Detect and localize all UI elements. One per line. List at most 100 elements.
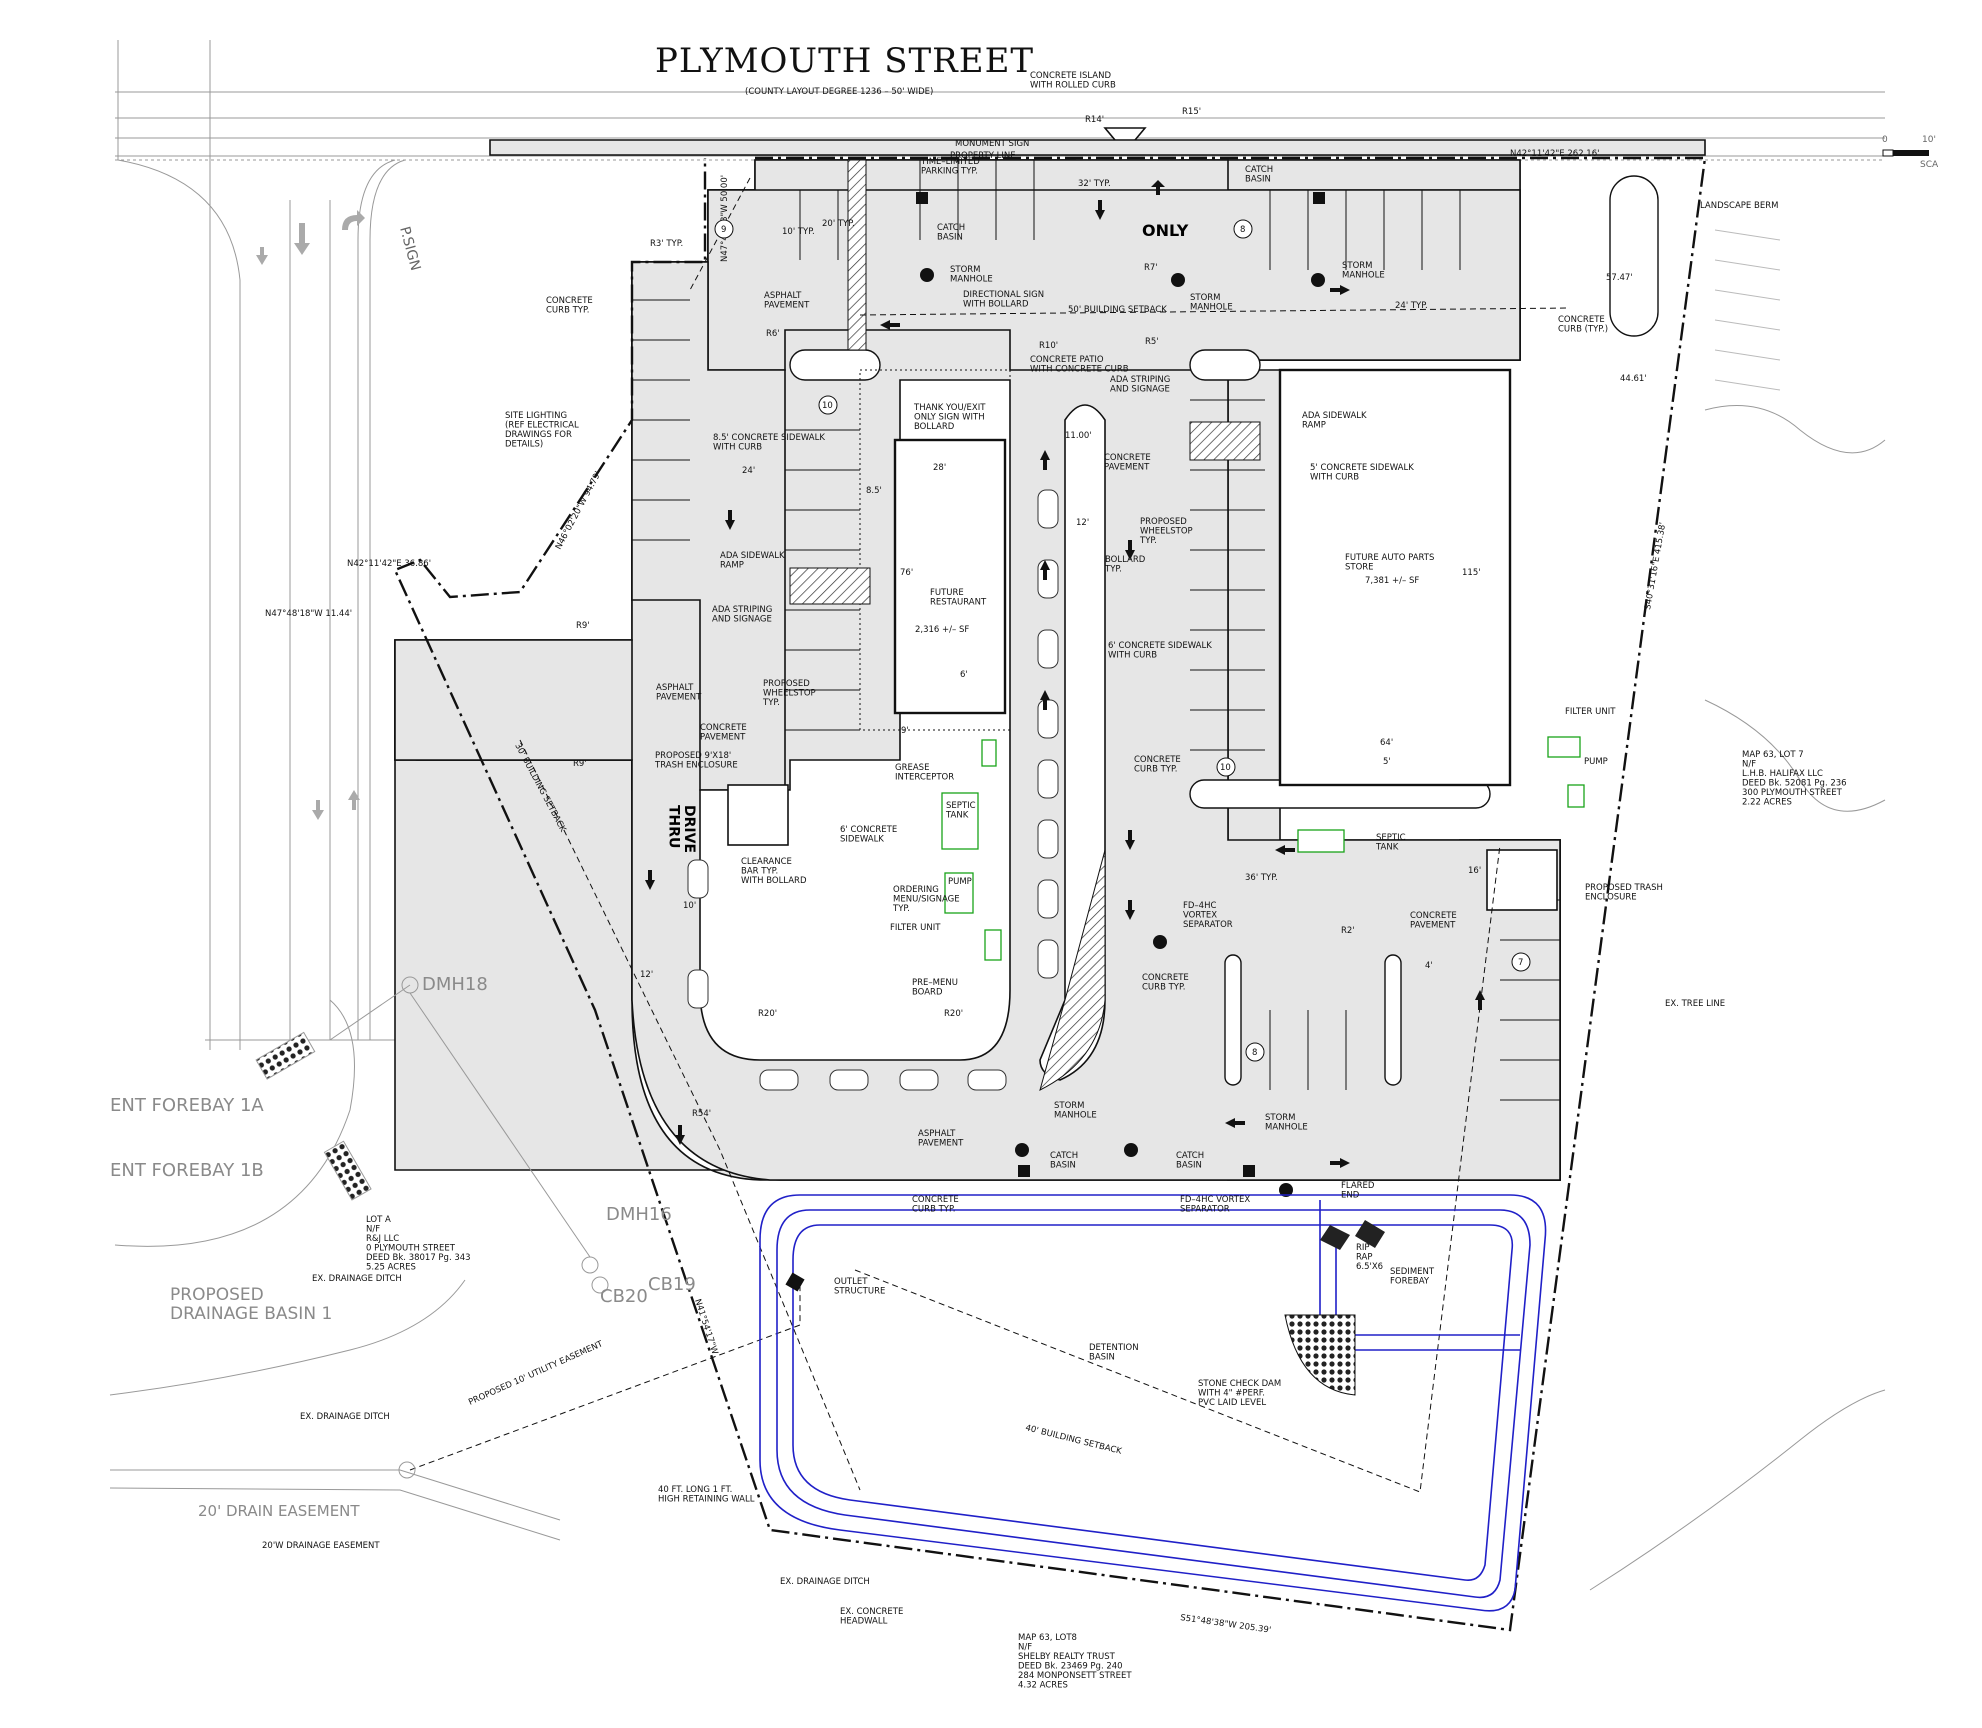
pump-2 xyxy=(1567,784,1585,808)
svg-text:16': 16' xyxy=(1468,866,1481,876)
svg-text:R20': R20' xyxy=(944,1009,963,1019)
svg-text:11.00': 11.00' xyxy=(1065,431,1092,441)
svg-text:R9': R9' xyxy=(576,621,590,631)
cb20-label: CB20 xyxy=(600,1286,648,1307)
callout-building-setback-50: 50' BUILDING SETBACK xyxy=(1068,305,1167,315)
svg-text:6': 6' xyxy=(960,670,968,680)
callout-property-line: PROPERTY LINE xyxy=(950,151,1016,161)
dmh18-label: DMH18 xyxy=(422,974,488,995)
svg-text:28': 28' xyxy=(933,463,946,473)
dimensions: 32' TYP. 24' TYP. 20' TYP. 10' TYP. 28' … xyxy=(640,179,1647,980)
callout-pump: PUMP xyxy=(1584,757,1608,767)
svg-text:8: 8 xyxy=(1252,1048,1257,1058)
bearing-top: N42°11'42"E 262.16' xyxy=(1510,149,1599,159)
callout-drainage-easement: 20'W DRAINAGE EASEMENT xyxy=(262,1541,380,1551)
bearing-left-mid: N47°48'18"W 11.44' xyxy=(265,609,352,619)
svg-text:115': 115' xyxy=(1462,568,1481,578)
filter-unit-1 xyxy=(984,929,1002,961)
bearing-southwest: N41°54'17"W xyxy=(692,1298,720,1357)
west-lot xyxy=(394,639,633,761)
svg-text:36' TYP.: 36' TYP. xyxy=(1245,873,1278,883)
callout-tree-line: EX. TREE LINE xyxy=(1665,999,1725,1009)
svg-text:12': 12' xyxy=(640,970,653,980)
bearing-left-top: N42°11'42"E 36.86' xyxy=(347,559,431,569)
setback-30 xyxy=(519,739,861,1491)
scale-bar: 0 10' SCA xyxy=(1882,135,1939,170)
autoparts-area: 7,381 +/– SF xyxy=(1365,576,1419,586)
outlet-structure xyxy=(785,1272,805,1292)
svg-text:24' TYP.: 24' TYP. xyxy=(1395,301,1428,311)
ada-ramp-hatch xyxy=(1189,421,1261,461)
psign-label: P.SIGN xyxy=(396,225,423,273)
callout-drainage-ditch: EX. DRAINAGE DITCH xyxy=(300,1412,390,1422)
callout-filter: FILTER UNIT xyxy=(1565,707,1616,717)
bearing-right: S40°31'16"E 415.38' xyxy=(1643,522,1668,611)
septic-tank-2 xyxy=(1297,829,1345,853)
svg-text:10: 10 xyxy=(822,401,833,411)
svg-text:12': 12' xyxy=(1076,518,1089,528)
street-name: PLYMOUTH STREET xyxy=(655,41,1034,81)
landscape-berm xyxy=(1609,175,1659,337)
stone-check-dam xyxy=(1284,1314,1356,1396)
svg-text:4': 4' xyxy=(1425,961,1433,971)
callout-landscape-berm: LANDSCAPE BERM xyxy=(1700,201,1778,211)
property-line xyxy=(393,156,1707,1632)
walkway-hatch xyxy=(847,159,867,351)
street-note: (COUNTY LAYOUT DEGREE 1236 – 50' WIDE) xyxy=(745,87,933,97)
only-marking: ONLY xyxy=(1142,221,1189,240)
hatched-island xyxy=(1039,849,1106,1091)
callout-utility-easement: PROPOSED 10' UTILITY EASEMENT xyxy=(467,1339,605,1408)
island-bumpout xyxy=(1224,954,1242,1086)
svg-text:R2': R2' xyxy=(1341,926,1355,936)
island-bumpout xyxy=(1189,349,1261,381)
callout-trash: PROPOSED 9'X18'TRASH ENCLOSURE xyxy=(654,751,738,771)
filter-unit-2 xyxy=(1547,736,1581,758)
callout-monument: MONUMENT SIGN xyxy=(955,139,1029,149)
utility-easement xyxy=(409,1280,801,1471)
svg-text:R9': R9' xyxy=(573,759,587,769)
svg-text:5': 5' xyxy=(1383,757,1391,767)
street-arrows xyxy=(256,210,365,820)
svg-text:8: 8 xyxy=(1240,225,1245,235)
svg-text:20' TYP.: 20' TYP. xyxy=(822,219,855,229)
